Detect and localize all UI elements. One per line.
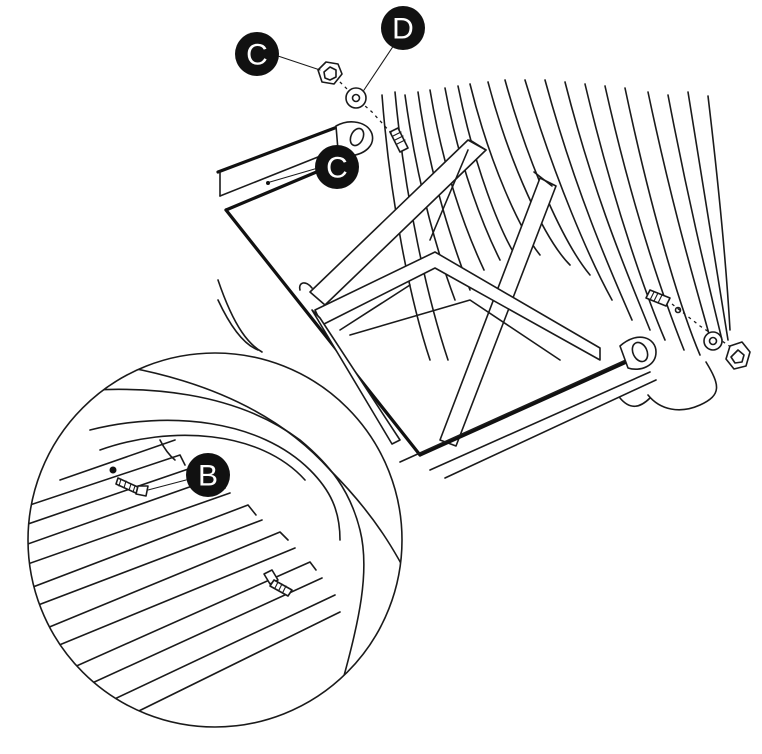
alignment-line-right	[671, 303, 736, 351]
screw-left	[109, 466, 149, 497]
chair-back-slats	[381, 79, 731, 411]
callout-label: D	[392, 13, 414, 46]
front-rail	[399, 336, 657, 479]
nut-top	[317, 61, 343, 85]
callout-label: C	[246, 39, 268, 72]
callout-badge-hole-left: C	[315, 145, 359, 189]
callout-label: C	[326, 152, 348, 185]
small-hole	[674, 306, 682, 314]
callout-label: B	[198, 460, 218, 493]
callout-badge-nut-top: C	[235, 32, 279, 76]
screw-right	[263, 569, 293, 597]
callout-badge-screw: B	[186, 453, 230, 497]
bolt-top	[389, 127, 409, 153]
nut-right	[725, 341, 751, 370]
alignment-line-top	[329, 71, 393, 135]
washer-right	[703, 331, 723, 351]
detail-circle-border	[27, 352, 403, 728]
hole-dot	[266, 181, 270, 185]
leader-washer-top	[363, 41, 397, 91]
detail-view	[28, 354, 402, 727]
bolt-right	[645, 289, 671, 307]
washer-top	[345, 87, 367, 109]
callout-badge-washer-top: D	[381, 6, 425, 50]
leader-screw	[147, 479, 187, 491]
cross-braces	[298, 139, 601, 447]
leader-nut-top	[271, 53, 321, 71]
